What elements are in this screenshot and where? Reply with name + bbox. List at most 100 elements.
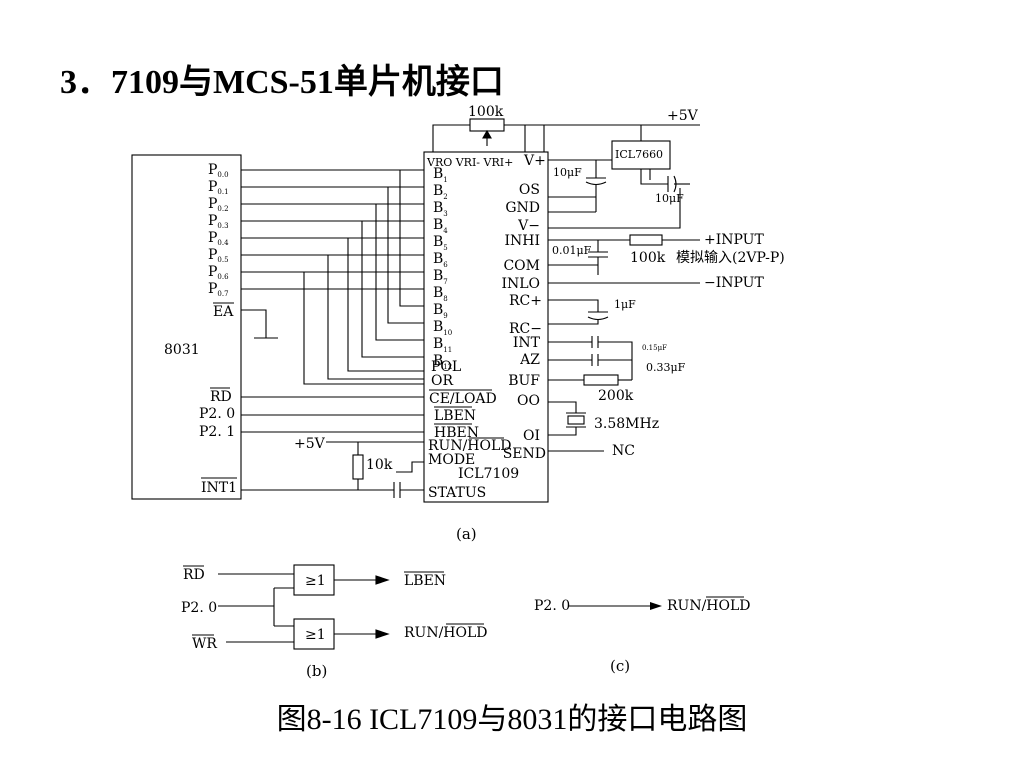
icl7109-box — [423, 151, 549, 503]
pol-label: POL — [431, 359, 461, 375]
gnd-label: GND — [505, 200, 540, 216]
status-label: STATUS — [428, 485, 486, 501]
analog-in-label: 模拟输入(2VP-P) — [676, 250, 785, 266]
cap-rc-label: 1μF — [614, 298, 636, 311]
ce-load-label: CE/LOAD — [429, 391, 497, 407]
rc-int-az-wiring — [548, 299, 633, 386]
circuit-b: RD P2. 0 WR ≥1 ≥1 LBEN RUN/HOLD (b) — [181, 564, 488, 680]
cap-7660-label: 10μF — [655, 192, 684, 205]
data-bus-wires — [241, 169, 424, 385]
b9-label: B9 — [433, 302, 448, 320]
slide-title: 3．7109与MCS-51单片机接口 — [60, 64, 504, 101]
b6-label: B6 — [433, 251, 448, 269]
res-mode-label: 10k — [366, 457, 393, 473]
int-label: INT — [513, 335, 541, 351]
rcminus-label: RC− — [509, 321, 542, 337]
mode-label: MODE — [428, 452, 475, 468]
figure-caption: 图8-16 ICL7109与8031的接口电路图 — [276, 703, 748, 736]
cap-int-label: 0.15μF — [642, 344, 667, 352]
p21-label: P2. 1 — [199, 424, 235, 440]
cap-os-label: 10μF — [553, 166, 582, 179]
gate2-label: ≥1 — [305, 627, 326, 643]
b10-label: B10 — [433, 319, 452, 337]
res-in-label: 100k — [630, 250, 666, 266]
circuit-a: 8031 P0.0 P0.1 P0.2 P0.3 P0.4 P0.5 P0.6 … — [131, 104, 785, 543]
b8-label: B8 — [433, 285, 448, 303]
crystal-wiring — [548, 401, 586, 436]
b11-label: B11 — [433, 336, 452, 354]
cap-com-label: 0.01μF — [552, 244, 592, 257]
rcplus-label: RC+ — [509, 293, 542, 309]
rd-label: RD — [210, 389, 232, 405]
p00-label: P0.0 — [208, 162, 229, 179]
gate-wiring — [218, 573, 390, 643]
top-wiring — [432, 118, 700, 152]
p04-label: P0.4 — [208, 230, 229, 247]
in-rd-label: RD — [183, 567, 205, 583]
cap-az-label: 0.33μF — [646, 361, 686, 374]
inlo-label: INLO — [501, 276, 540, 292]
out1-label: LBEN — [404, 573, 446, 589]
crystal-label: 3.58MHz — [594, 416, 659, 432]
chip-vplus: V+ — [523, 153, 546, 169]
in-wr-label: WR — [192, 636, 217, 652]
input-wiring — [548, 234, 700, 284]
mcu-8031-box — [131, 154, 242, 500]
circuit-c: P2. 0 RUN/HOLD (c) — [534, 596, 751, 675]
run-hold-label: RUN/HOLD — [428, 438, 512, 454]
nc-label: NC — [612, 443, 635, 459]
b2-label: B2 — [433, 183, 448, 201]
ea-wire — [241, 309, 267, 338]
or-gate-1 — [293, 564, 335, 596]
part-c-label: (c) — [610, 657, 630, 675]
icl7660-wiring — [548, 159, 690, 229]
chip-right-pins: OS GND V− INHI COM INLO RC+ RC− INT AZ B… — [501, 182, 546, 462]
p07-label: P0.7 — [208, 281, 229, 298]
lben-label: LBEN — [434, 408, 476, 424]
hben-label: HBEN — [434, 425, 479, 441]
gate1-label: ≥1 — [305, 573, 326, 589]
com-label: COM — [503, 258, 540, 274]
vminus-label: V− — [517, 218, 540, 234]
out2-label: RUN/HOLD — [404, 625, 488, 641]
in-plus-label: +INPUT — [704, 232, 764, 248]
p02-label: P0.2 — [208, 196, 229, 213]
p20-label: P2. 0 — [199, 406, 235, 422]
c-src-label: P2. 0 — [534, 598, 570, 614]
int1-label: INT1 — [201, 480, 237, 496]
buf-label: BUF — [508, 373, 540, 389]
az-label: AZ — [519, 352, 540, 368]
oo-label: OO — [517, 393, 540, 409]
os-label: OS — [519, 182, 540, 198]
control-wires — [241, 396, 424, 498]
p06-label: P0.6 — [208, 264, 229, 281]
ea-label: EA — [213, 304, 234, 320]
res-buf-label: 200k — [598, 388, 634, 404]
in-p20-label: P2. 0 — [181, 600, 217, 616]
pot-label: 100k — [468, 104, 504, 120]
icl7660-label: ICL7660 — [615, 148, 663, 161]
inhi-label: INHI — [504, 233, 540, 249]
part-a-label: (a) — [456, 525, 477, 543]
vcc-label: +5V — [667, 108, 699, 124]
b4-label: B4 — [433, 217, 448, 235]
in-minus-label: −INPUT — [704, 275, 764, 291]
chip-top-pins: VRO VRI- VRI+ — [426, 156, 513, 169]
chip-name: ICL7109 — [458, 466, 519, 482]
mcu-p0-labels: P0.0 P0.1 P0.2 P0.3 P0.4 P0.5 P0.6 P0.7 — [208, 162, 229, 298]
or-gate-2 — [293, 618, 335, 650]
send-label: SEND — [503, 446, 546, 462]
b5-label: B5 — [433, 234, 448, 252]
chip-b-pins: B1 B2 B3 B4 B5 B6 B7 B8 B9 B10 B11 B12 — [433, 166, 452, 371]
c-dst-label: RUN/HOLD — [667, 598, 751, 614]
or-label: OR — [431, 373, 453, 389]
b3-label: B3 — [433, 200, 448, 218]
b7-label: B7 — [433, 268, 448, 286]
mcu-name: 8031 — [164, 342, 200, 358]
oi-label: OI — [523, 428, 540, 444]
p03-label: P0.3 — [208, 213, 229, 230]
p05-label: P0.5 — [208, 247, 229, 264]
vcc-run-label: +5V — [294, 436, 326, 452]
part-b-label: (b) — [306, 662, 327, 680]
